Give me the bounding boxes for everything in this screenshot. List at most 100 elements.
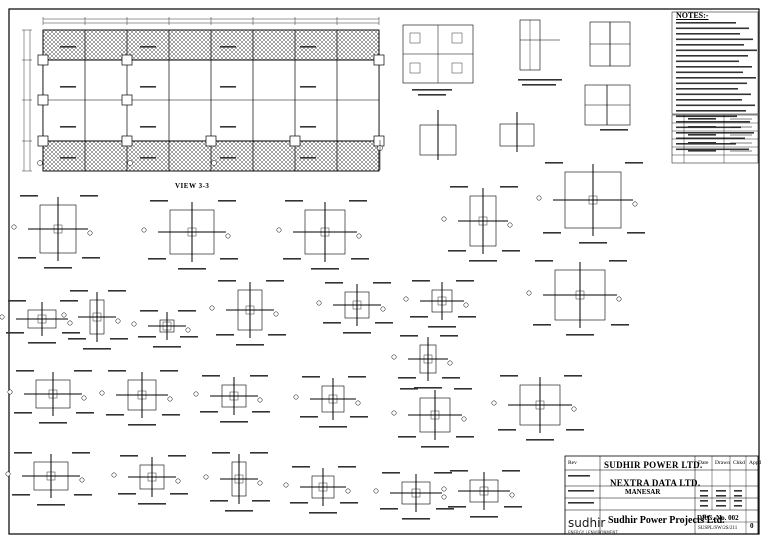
section-title [428,326,456,328]
splice-plate [437,296,447,306]
annotation-text [62,332,80,334]
annotation-text [676,33,740,35]
annotation-text [398,377,416,379]
annotation-text [688,134,716,136]
annotation-text [138,336,156,338]
annotation-text [250,452,268,454]
column-base [121,54,133,66]
annotation-text [398,436,416,438]
annotation-text [436,508,454,510]
annotation-text [564,375,582,377]
annotation-text [458,316,476,318]
section-title [28,342,56,344]
view-label: VIEW 3-3 [175,182,210,190]
column-base [205,135,217,147]
location-name: MANESAR [625,488,661,496]
annotation-text [688,150,716,152]
client-name: NEXTRA DATA LTD. [610,478,701,488]
annotation-text [734,500,742,502]
annotation-text [734,495,742,497]
annotation-text [676,82,747,85]
annotation-text [200,411,218,413]
annotation-text [568,490,594,492]
section-title [311,268,339,270]
annotation-text [140,46,156,48]
annotation-text [600,129,628,131]
annotation-text [676,143,736,145]
annotation-text [676,49,757,52]
callout-bubble [571,406,577,412]
annotation-text [676,22,736,24]
column-base [373,135,385,147]
company-logo: sudhir [568,516,606,530]
annotation-text [688,142,716,144]
splice-plate [478,216,488,226]
annotation-text [700,495,708,497]
section-marker [37,160,43,166]
callout-bubble [257,397,263,403]
section-title [319,426,347,428]
annotation-text [611,324,629,326]
annotation-text [340,502,358,504]
callout-bubble [507,222,513,228]
annotation-text [74,370,92,372]
company-name: SUDHIR POWER LTD. [604,460,703,470]
callout-bubble [131,321,137,327]
callout-bubble [463,302,469,308]
contractor-name: Sudhir Power Projects Ltd. [608,515,725,526]
annotation-text [676,104,755,107]
annotation-text [349,200,367,202]
annotation-text [518,79,562,81]
callout-bubble [391,354,397,360]
annotation-text [60,46,76,48]
annotation-text [418,94,446,96]
splice-plate [328,394,338,404]
splice-plate [575,290,585,300]
splice-plate [187,227,197,237]
section-title [414,387,442,389]
callout-bubble [67,320,73,326]
section-title [402,518,430,520]
callout-bubble [185,327,191,333]
annotation-text [202,375,220,377]
section-title [138,503,166,505]
annotation-text [676,55,748,57]
bolt-plate [409,32,421,44]
revision-value: 0 [750,522,754,530]
callout-bubble [193,391,199,397]
annotation-text [252,411,270,413]
annotation-text [285,200,303,202]
title-block [564,455,759,535]
annotation-text [734,490,742,492]
annotation-text [535,260,553,262]
callout-bubble [225,233,231,239]
callout-bubble [87,230,93,236]
callout-bubble [345,488,351,494]
callout-bubble [441,486,447,492]
splice-plate [411,488,421,498]
annotation-text [16,370,34,372]
annotation-text [502,470,520,472]
annotation-text [178,310,196,312]
callout-bubble [11,224,17,230]
annotation-text [522,84,556,86]
annotation-text [568,475,590,477]
notes-panel [671,11,759,115]
annotation-text [450,186,468,188]
col-chkd: Chkd [733,460,745,466]
annotation-text [220,258,238,260]
callout-bubble [276,227,282,233]
drawing-number-value: SUSPL/SW/2S/211 [698,526,738,531]
splice-plate [147,472,157,482]
splice-plate [53,224,63,234]
section-title [421,446,449,448]
annotation-text [60,300,78,302]
annotation-text [140,157,156,159]
annotation-text [448,506,466,508]
annotation-text [380,508,398,510]
annotation-text [108,290,126,292]
splice-plate [430,410,440,420]
annotation-text [268,334,286,336]
annotation-text [218,280,236,282]
annotation-text [566,429,584,431]
